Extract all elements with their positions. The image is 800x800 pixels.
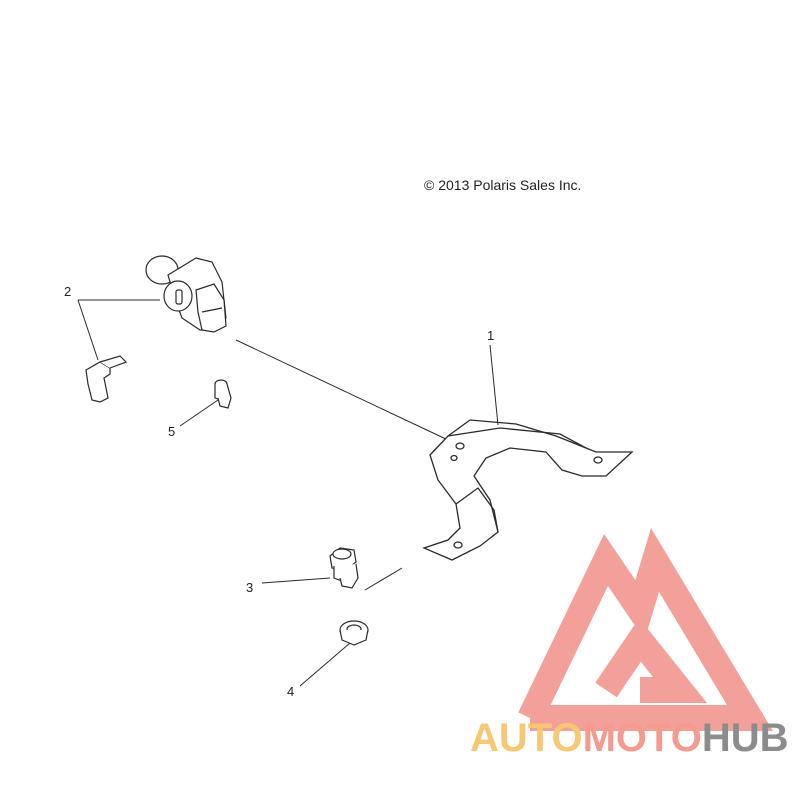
brand-part-moto: MOTO [582,716,702,760]
leader-line-1 [489,344,499,426]
callout-4: 4 [287,684,295,699]
callout-3: 3 [246,580,254,595]
copyright-text: © 2013 Polaris Sales Inc. [424,177,582,193]
leader-line-sensor-bracket [235,339,449,441]
bracket-part [422,419,634,561]
clip-part [85,355,128,403]
brand-logo-mark [518,528,773,731]
brand-wordmark: AUTOMOTOHUB [470,716,789,761]
brand-part-hub: HUB [701,716,789,760]
callout-2: 2 [64,284,72,299]
brand-part-auto: AUTO [470,716,583,760]
bolt-part-3 [329,547,359,589]
leader-lines [77,299,499,687]
leader-line-2b [77,299,99,361]
leader-line-5 [179,399,219,427]
speed-sensor-part [145,255,227,333]
callout-1: 1 [487,328,495,343]
leader-line-4 [299,642,351,687]
callout-5: 5 [168,424,176,439]
nut-part-4 [339,620,369,646]
leader-line-bolt-bracket [364,567,403,591]
screw-part-5 [214,379,232,409]
leader-line-3 [261,577,331,584]
